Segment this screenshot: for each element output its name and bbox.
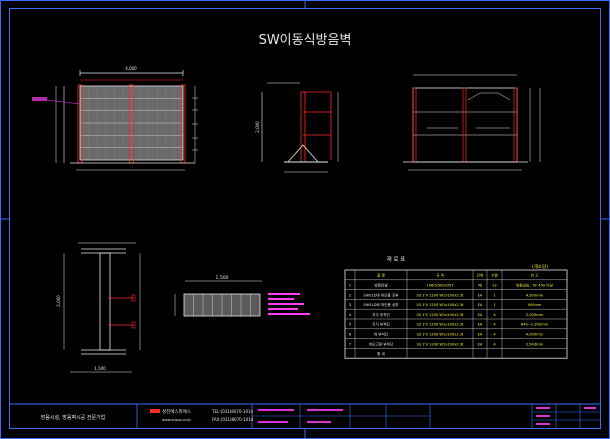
table-cell: SS 1'V 1200 W1x100x2.3t — [417, 342, 465, 346]
table-cell: 방음판넬 — [374, 282, 388, 287]
drawing-title: SW이동식방음벽 — [259, 33, 352, 48]
table-cell: EA — [478, 342, 483, 346]
table-cell: 900mm — [528, 303, 542, 307]
table-cell: 1960x500x95T — [426, 283, 454, 287]
table-unit-note: (개소당) — [532, 263, 548, 270]
table-cell: EA — [478, 293, 483, 297]
table-cell: 방음성능 : 5F 450 이상 — [516, 282, 554, 287]
company-logo — [150, 409, 160, 413]
table-cell: EA — [478, 313, 483, 317]
table-cell: 1 — [493, 293, 495, 297]
pier-base-dim: 1,500 — [94, 366, 106, 371]
table-cell: SHIELD바 하단용 포부 — [363, 292, 399, 297]
table-cell: 12 — [492, 283, 497, 287]
table-cell: 2,000mm — [526, 313, 544, 317]
table-cell: 지지 부착단 — [372, 322, 390, 327]
plan-width-dim: 1,500 — [216, 275, 229, 281]
plan-view: 1,500 — [174, 275, 310, 317]
table-cell: 840~1,300mm — [521, 323, 549, 327]
table-cell: 4 — [349, 313, 352, 317]
table-header-cell: 규 격 — [436, 273, 444, 278]
company-fax: FAX:(031)8070-1014 — [212, 417, 254, 422]
rear-view — [403, 74, 541, 171]
table-cell: 지주 부착단 — [372, 312, 390, 317]
table-cell: 4 — [493, 332, 496, 336]
table-cell: EA — [478, 303, 483, 307]
pier-detail: 2,000 1,500 — [56, 242, 141, 373]
table-cell: SS 1'V 1200 W1x100x2.3t — [417, 313, 465, 317]
table-cell: 2 — [349, 293, 351, 297]
table-cell: SS 1'V 1200 W1x100x2.3t — [417, 303, 465, 307]
table-cell: 2,543mm — [526, 342, 544, 346]
table-cell: 6 — [349, 332, 352, 336]
title-block: 방음시설, 방음벽시공 전문기업 성진에스피에스 www.snsps.co.kr… — [9, 403, 601, 429]
table-header-cell: 단위 — [477, 273, 484, 278]
table-cell: 4,000mm — [526, 332, 544, 336]
table-cell: 3 — [349, 303, 351, 307]
table-cell: EA — [478, 323, 483, 327]
pier-height-dim: 2,000 — [56, 295, 61, 307]
table-caption: 재 료 표 — [387, 255, 406, 263]
table-cell: 하 부착단 — [374, 331, 389, 336]
table-header-cell: 비 고 — [531, 273, 539, 278]
table-cell: 4 — [493, 342, 496, 346]
table-header-cell: 품 명 — [377, 273, 385, 278]
table-cell: 1 — [349, 283, 351, 287]
side-view: 2,000 — [255, 82, 339, 173]
company-web: www.snsps.co.kr — [162, 418, 192, 422]
table-cell: SS 1'V 1200 W1x100x2.3t — [417, 332, 465, 336]
company-slogan: 방음시설, 방음벽시공 전문기업 — [41, 414, 106, 421]
table-cell: 1 — [493, 303, 495, 307]
table-header-cell: 수량 — [491, 273, 498, 278]
table-border — [344, 269, 568, 359]
table-cell: 4 — [493, 313, 496, 317]
table-cell: 5 — [349, 323, 351, 327]
material-table: 재 료 표 (개소당) 품 명 규 격 단위 수량 비 고 1 방음판넬 1960x500x9… — [344, 255, 568, 359]
table-cell: 4,300mm — [526, 293, 544, 297]
table-cell: 하단고정 부착단 — [369, 341, 394, 346]
company-tel: TEL:(031)8070-1014 — [211, 409, 254, 414]
inner-frame — [9, 8, 601, 429]
front-view: 4,000 — [32, 66, 198, 171]
side-height-dim: 2,000 — [255, 121, 260, 133]
table-cell: SS 1'V 1200 W1x100x2.3t — [417, 293, 465, 297]
table-cell: 7 — [349, 342, 351, 346]
table-cell: 합 계 — [377, 351, 385, 356]
front-width-dim: 4,000 — [125, 66, 137, 71]
table-cell: 4 — [493, 323, 496, 327]
table-cell: SHIELD바 하단용 상부 — [363, 302, 399, 307]
company-name: 성진에스피에스 — [162, 408, 191, 415]
table-cell: 매 — [478, 282, 481, 287]
table-cell: SS 1'V 1200 W1x100x2.3t — [417, 323, 465, 327]
table-cell: EA — [478, 332, 483, 336]
